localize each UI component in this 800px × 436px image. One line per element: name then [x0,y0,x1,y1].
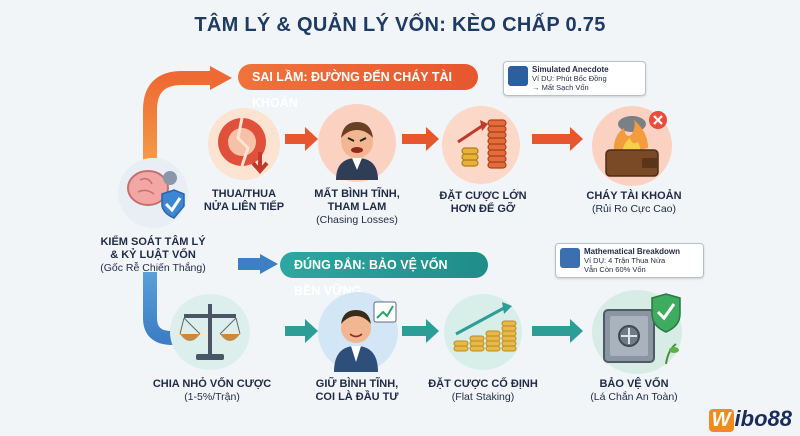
calculator-icon [560,248,580,268]
step-bigger-bet-label: ĐẶT CƯỢC LỚN HƠN ĐỂ GỠ [439,190,527,215]
root-label: KIỂM SOÁT TÂM LÝ & KỶ LUẬT VỐN (Gốc Rễ C… [100,236,206,274]
wrong-branch-arrowhead [210,66,232,90]
step-bust-label: CHÁY TÀI KHOẢN (Rủi Ro Cực Cao) [586,190,682,215]
angry-man-icon [318,104,396,182]
equal-coin-stacks-icon [444,294,522,370]
anecdote-note: Simulated Anecdote Ví DỤ: Phút Bốc Đồng … [503,61,646,96]
step-split-stake-label: CHIA NHỎ VỐN CƯỢC (1-5%/Trận) [152,378,272,403]
step-protect-capital-label: BẢO VỆ VỐN (Lá Chắn An Toàn) [590,378,678,403]
right-mid-arrowhead [260,254,278,274]
broken-chip-icon [208,108,280,180]
rising-coins-icon [442,106,520,184]
book-icon [508,66,528,86]
step-loss-streak-label: THUA/THUA NỬA LIÊN TIẾP [203,188,285,213]
brain-shield-icon [118,158,188,228]
burning-wallet-icon [592,106,672,186]
math-note: Mathematical Breakdown Ví DỤ: 4 Trận Thu… [555,243,704,278]
step-flat-stake-label: ĐẶT CƯỢC CỐ ĐỊNH (Flat Staking) [428,378,538,403]
safe-shield-icon [592,290,682,374]
right-path-banner: ĐÚNG ĐẮN: BẢO VỆ VỐN BỀN VỮNG [280,252,488,298]
wrong-path-banner: SAI LẦM: ĐƯỜNG ĐẾN CHÁY TÀI KHOẢN [238,64,478,110]
step-lose-calm-label: MẤT BÌNH TĨNH, THAM LAM (Chasing Losses) [314,188,400,226]
calm-investor-icon [318,292,398,372]
step-stay-calm-label: GIỮ BÌNH TĨNH, COI LÀ ĐẦU TƯ [315,378,399,403]
balance-scale-icon [170,294,250,370]
page-title: TÂM LÝ & QUẢN LÝ VỐN: KÈO CHẤP 0.75 [194,14,606,36]
wrong-branch-arrow [143,71,212,170]
